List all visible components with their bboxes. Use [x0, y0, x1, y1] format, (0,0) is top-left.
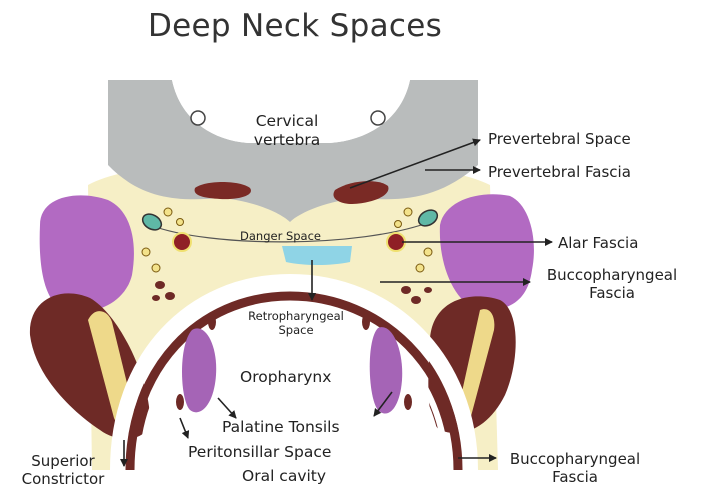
danger-space — [282, 246, 352, 265]
label-superior-constrictor: Superior Constrictor — [8, 452, 118, 488]
transverse-foramen-right — [371, 111, 385, 125]
prevertebral-muscle-left — [195, 182, 251, 199]
label-prevertebral-fascia: Prevertebral Fascia — [488, 163, 631, 181]
carotid-artery-left — [173, 233, 191, 251]
label-retropharyngeal-space: Retropharyngeal Space — [226, 310, 366, 338]
label-prevertebral-space: Prevertebral Space — [488, 130, 631, 148]
label-oral-cavity: Oral cavity — [242, 467, 326, 486]
label-oropharynx: Oropharynx — [240, 368, 331, 387]
label-danger-space: Danger Space — [240, 230, 321, 244]
label-buccopharyngeal-fascia-lower: Buccopharyngeal Fascia — [500, 450, 650, 486]
label-buccopharyngeal-fascia-upper: Buccopharyngeal Fascia — [536, 266, 688, 302]
parotid-gland-left — [40, 195, 134, 312]
label-peritonsillar-space: Peritonsillar Space — [188, 443, 331, 462]
label-palatine-tonsils: Palatine Tonsils — [222, 418, 340, 437]
transverse-foramen-left — [191, 111, 205, 125]
label-alar-fascia: Alar Fascia — [558, 234, 638, 252]
diagram-title: Deep Neck Spaces — [0, 8, 590, 44]
label-cervical-vertebra: Cervical vertebra — [232, 112, 342, 149]
